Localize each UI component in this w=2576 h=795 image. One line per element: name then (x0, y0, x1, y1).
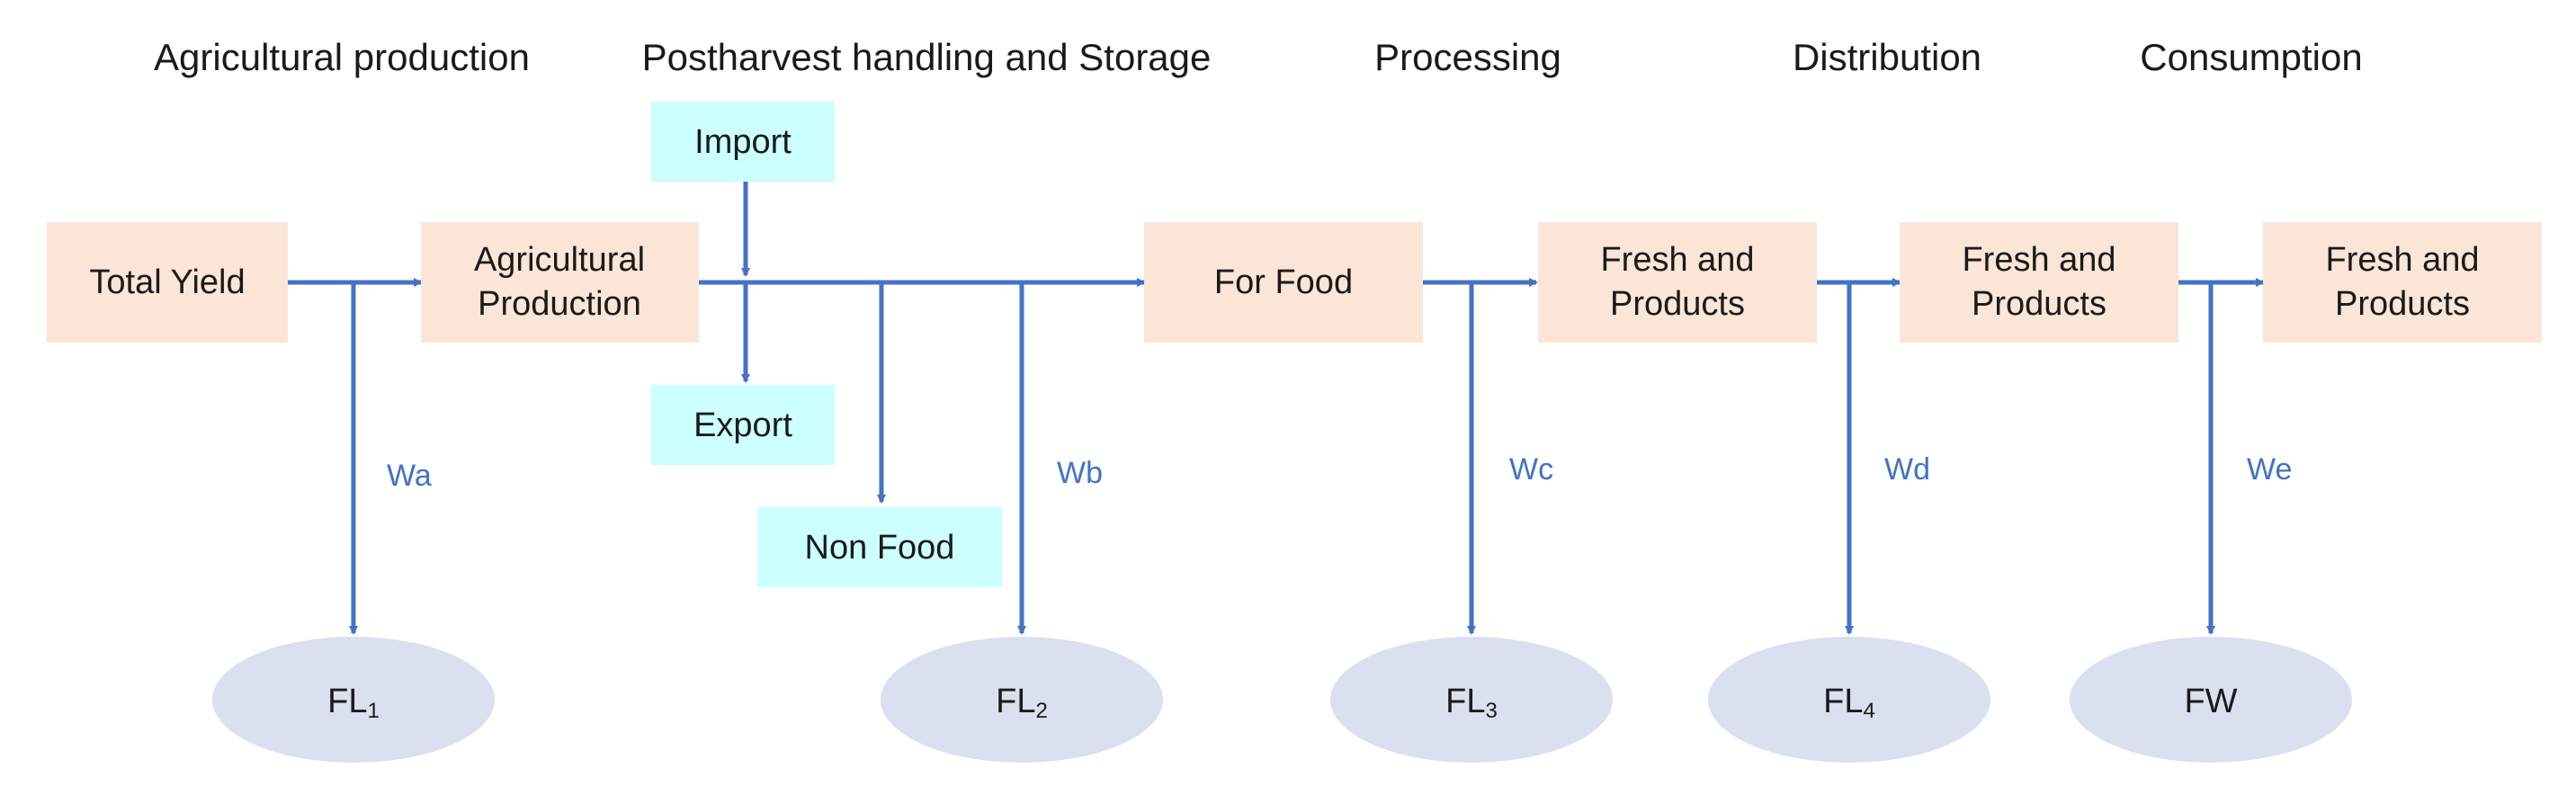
stage-postharvest-storage: Postharvest handling and Storage (642, 36, 1212, 78)
node-for-food-label: For Food (1214, 264, 1353, 301)
node-fresh-products-consumption-line2: Products (2335, 285, 2470, 323)
loss-fl1: FL1 (212, 637, 495, 763)
flow-label-wa: Wa (387, 459, 432, 493)
node-export: Export (651, 385, 835, 465)
loss-fl1-label: FL1 (327, 683, 380, 723)
loss-fl2-label: FL2 (996, 683, 1048, 723)
node-fresh-products-consumption-line1: Fresh and (2325, 241, 2479, 279)
stage-agricultural-production: Agricultural production (154, 36, 530, 78)
loss-fl2: FL2 (881, 637, 1163, 763)
stage-distribution: Distribution (1793, 36, 1981, 78)
node-fresh-products-processing: Fresh and Products (1538, 222, 1817, 343)
node-fresh-products-consumption: Fresh and Products (2263, 222, 2542, 343)
node-agricultural-production-line1: Agricultural (474, 241, 645, 279)
loss-fl4-label: FL4 (1823, 683, 1875, 723)
node-non-food-label: Non Food (805, 529, 955, 567)
node-fresh-products-distribution-line1: Fresh and (1962, 241, 2115, 279)
flow-label-wb: Wb (1057, 456, 1103, 490)
node-non-food: Non Food (757, 507, 1002, 587)
node-total-yield: Total Yield (47, 222, 288, 343)
stage-consumption: Consumption (2140, 36, 2362, 78)
node-fresh-products-processing-line2: Products (1610, 285, 1745, 323)
node-export-label: Export (693, 406, 792, 444)
flow-label-wd: Wd (1884, 452, 1930, 487)
flow-label-wc: Wc (1509, 452, 1553, 487)
node-fresh-products-distribution-line2: Products (1972, 285, 2106, 323)
flow-label-we: We (2247, 452, 2292, 487)
node-for-food: For Food (1144, 222, 1423, 343)
loss-fw-label: FW (2184, 683, 2237, 720)
loss-fl3-label: FL3 (1445, 683, 1498, 723)
node-agricultural-production: Agricultural Production (421, 222, 699, 343)
loss-fl3: FL3 (1330, 637, 1613, 763)
stage-processing: Processing (1374, 36, 1561, 78)
node-total-yield-label: Total Yield (89, 264, 245, 301)
node-fresh-products-processing-line1: Fresh and (1600, 241, 1754, 279)
loss-fw: FW (2070, 637, 2352, 763)
node-import: Import (651, 102, 835, 182)
node-agricultural-production-line2: Production (478, 285, 641, 323)
node-fresh-products-distribution: Fresh and Products (1900, 222, 2178, 343)
loss-fl4: FL4 (1708, 637, 1990, 763)
node-import-label: Import (694, 123, 792, 161)
